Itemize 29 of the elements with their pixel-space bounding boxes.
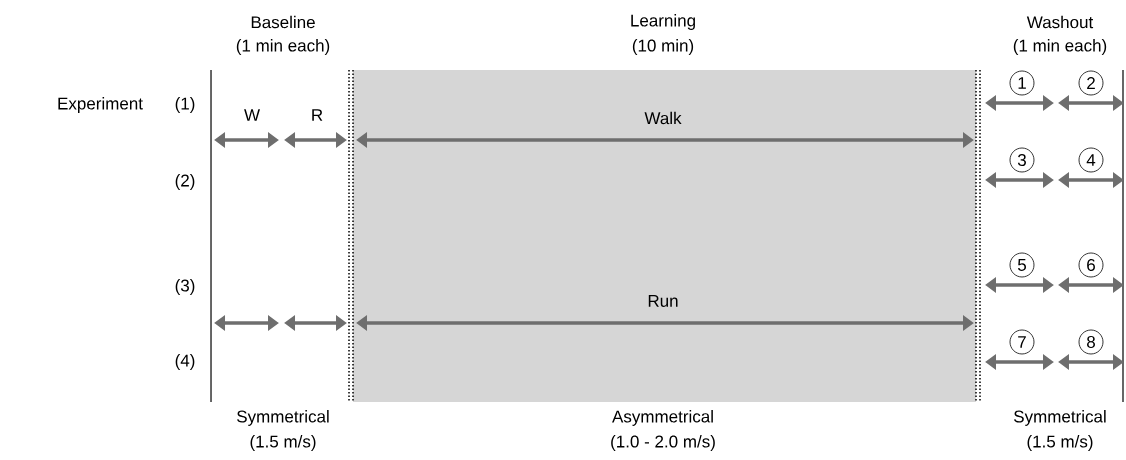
circled-number: 3 [1009,147,1035,173]
circled-number: 2 [1078,70,1104,96]
circled-number: 4 [1078,147,1104,173]
speed-label: Symmetrical [237,410,329,426]
speed-label: (1.0 - 2.0 m/s) [611,435,715,451]
circled-number: 5 [1009,252,1035,278]
circled-number: 1 [1009,70,1035,96]
arrow-label: Run [648,295,678,307]
speed-label: (1.5 m/s) [250,435,316,451]
arrow-label: W [244,109,260,121]
circled-number: 8 [1078,329,1104,355]
speed-label: Asymmetrical [612,410,713,426]
arrow-label: R [312,109,323,121]
arrow-label: Walk [644,111,682,125]
duration-text: (10 min) [632,39,694,55]
row-label: (2) [175,174,195,190]
speed-label: Symmetrical [1014,410,1106,426]
row-label: (4) [175,354,195,370]
row-label: (1) [175,97,195,113]
header-text: Washout [1026,15,1094,29]
header-text: Learning [631,14,695,30]
duration-text: (1 min each) [236,39,330,55]
circled-number: 6 [1078,252,1104,278]
speed-label: (1.5 m/s) [1027,435,1093,451]
row-label: (3) [175,279,195,295]
circled-number: 7 [1009,329,1035,355]
header-text: Baseline [251,15,315,29]
row-label: Experiment [58,97,143,113]
duration-text: (1 min each) [1013,39,1107,55]
